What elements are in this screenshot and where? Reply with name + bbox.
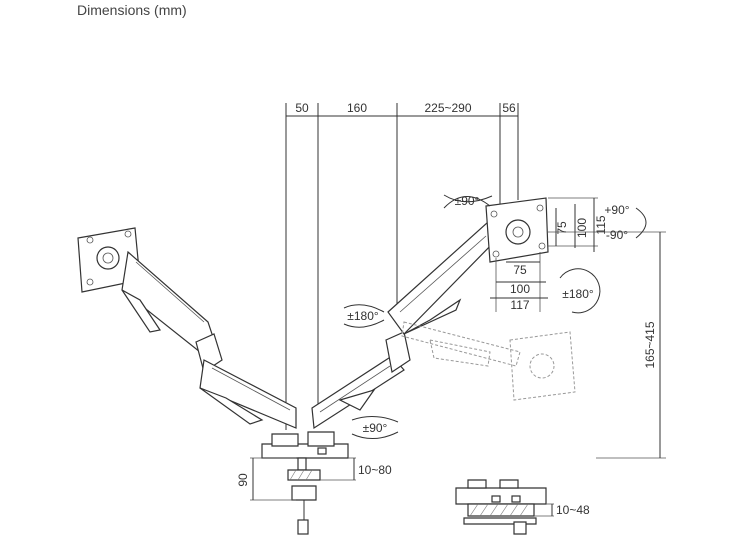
top-dimension-lines: 50 160 225~290 56 <box>285 101 519 430</box>
dim-10-80: 10~80 <box>358 463 392 477</box>
dim-100-vertical: 100 <box>575 218 589 238</box>
ghost-extended-arm <box>401 321 576 401</box>
dim-75-vertical: 75 <box>555 221 569 235</box>
right-vesa-plate <box>485 197 549 263</box>
swivel-bottom-label: ±90° <box>363 421 388 435</box>
rotate-right-label: ±180° <box>562 287 594 301</box>
dim-10-48: 10~48 <box>556 503 590 517</box>
rotation-annotations: ±90° +90° -90° ±180° ±180° ±90° <box>343 194 647 439</box>
dim-50: 50 <box>295 101 309 115</box>
vesa-dimensions: 75 100 115 75 100 117 <box>490 197 608 312</box>
dim-100-horizontal: 100 <box>510 282 530 296</box>
dim-56: 56 <box>502 101 516 115</box>
dim-117-horizontal: 117 <box>510 298 529 312</box>
diagram-title: Dimensions (mm) <box>77 2 187 18</box>
swivel-top-label: ±90° <box>455 194 480 208</box>
height-dimension: 165~415 <box>548 231 666 459</box>
tilt-down-label: -90° <box>606 228 628 242</box>
dim-75-horizontal: 75 <box>513 263 527 277</box>
tilt-up-label: +90° <box>604 203 629 217</box>
grommet-mount: 10~48 <box>455 479 590 535</box>
dim-225-290: 225~290 <box>424 101 471 115</box>
left-arm <box>121 250 297 429</box>
dim-160: 160 <box>347 101 367 115</box>
rotate-left-label: ±180° <box>347 309 379 323</box>
desk-base-clamp: 90 10~80 <box>236 431 392 535</box>
right-arm <box>311 221 499 430</box>
dim-115-vertical: 115 <box>594 215 608 234</box>
dim-90: 90 <box>236 473 250 487</box>
dim-165-415: 165~415 <box>643 321 657 368</box>
